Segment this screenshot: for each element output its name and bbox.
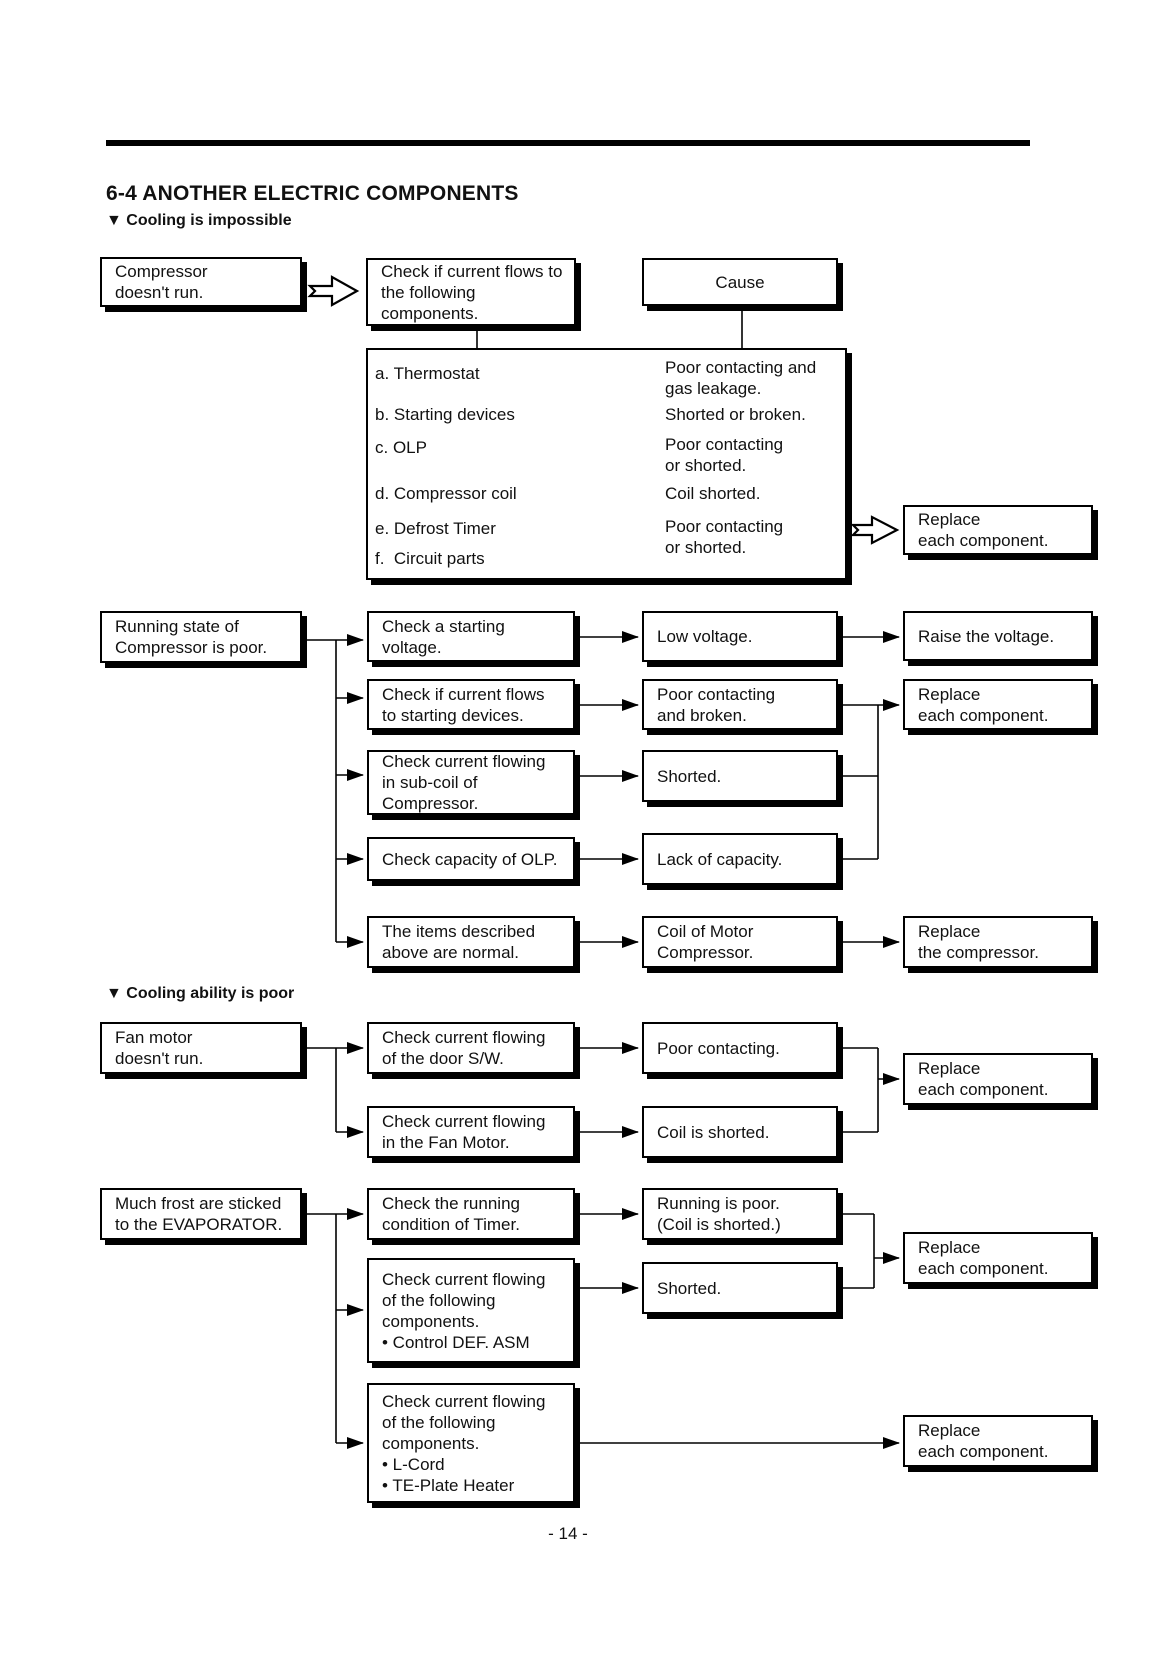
box-check-capacity-olp: Check capacity of OLP. <box>367 837 575 881</box>
box-running-state-poor: Running state of Compressor is poor. <box>100 611 302 663</box>
box-much-frost-evaporator: Much frost are sticked to the EVAPORATOR… <box>100 1188 302 1240</box>
box-coil-of-motor: Coil of Motor Compressor. <box>642 916 838 968</box>
box-check-door-switch: Check current flowing of the door S/W. <box>367 1022 575 1074</box>
item-f-label: f. Circuit parts <box>375 549 485 568</box>
section-heading-cooling-impossible: ▼ Cooling is impossible <box>106 212 292 229</box>
top-rule <box>106 140 1030 146</box>
item-c-label: c. OLP <box>375 438 427 457</box>
box-check-flows-starting-devices: Check if current flows to starting devic… <box>367 679 575 730</box>
box-lack-of-capacity: Lack of capacity. <box>642 833 838 885</box>
box-replace-each-component: Replace each component. <box>903 1415 1093 1467</box>
box-cause-header: Cause <box>642 258 838 306</box>
box-component-cause-list <box>366 348 847 580</box>
open-arrow-icon <box>850 515 900 545</box>
box-replace-each-component: Replace each component. <box>903 679 1093 730</box>
page-number: - 14 - <box>548 1524 588 1543</box>
box-check-current-flows: Check if current flows to the following … <box>366 258 576 326</box>
box-replace-each-component: Replace each component. <box>903 505 1093 555</box>
box-fan-motor-doesnt-run: Fan motor doesn't run. <box>100 1022 302 1074</box>
item-d-label: d. Compressor coil <box>375 484 517 503</box>
box-low-voltage: Low voltage. <box>642 611 838 662</box>
item-e-cause: Poor contacting or shorted. <box>665 517 784 557</box>
box-check-subcoil: Check current flowing in sub-coil of Com… <box>367 750 575 815</box>
box-items-normal: The items described above are normal. <box>367 916 575 968</box>
box-check-fan-motor-current: Check current flowing in the Fan Motor. <box>367 1106 575 1158</box>
box-check-starting-voltage: Check a starting voltage. <box>367 611 575 662</box>
item-b-cause: Shorted or broken. <box>665 405 806 424</box>
item-a-label: a. Thermostat <box>375 364 480 383</box>
box-check-control-def-asm: Check current flowing of the following c… <box>367 1258 575 1363</box>
page-title: 6-4 ANOTHER ELECTRIC COMPONENTS <box>106 182 519 205</box>
box-check-lcord-teplate: Check current flowing of the following c… <box>367 1383 575 1503</box>
item-e-label: e. Defrost Timer <box>375 519 496 538</box>
box-shorted: Shorted. <box>642 1262 838 1314</box>
item-d-cause: Coil shorted. <box>665 484 761 503</box>
open-arrow-icon <box>307 275 360 307</box>
box-compressor-doesnt-run: Compressor doesn't run. <box>100 257 302 307</box>
box-raise-voltage: Raise the voltage. <box>903 611 1093 661</box>
box-replace-each-component: Replace each component. <box>903 1232 1093 1284</box>
box-replace-each-component: Replace each component. <box>903 1053 1093 1105</box>
box-poor-contacting: Poor contacting. <box>642 1022 838 1074</box>
item-c-cause: Poor contacting or shorted. <box>665 435 784 475</box>
box-poor-contacting-broken: Poor contacting and broken. <box>642 679 838 730</box>
section-heading-cooling-ability-poor: ▼ Cooling ability is poor <box>106 985 295 1002</box>
box-check-timer-condition: Check the running condition of Timer. <box>367 1188 575 1240</box>
item-b-label: b. Starting devices <box>375 405 515 424</box>
box-coil-is-shorted: Coil is shorted. <box>642 1106 838 1158</box>
box-shorted: Shorted. <box>642 750 838 802</box>
box-replace-compressor: Replace the compressor. <box>903 916 1093 968</box>
item-a-cause: Poor contacting and gas leakage. <box>665 358 817 398</box>
box-running-is-poor: Running is poor. (Coil is shorted.) <box>642 1188 838 1240</box>
